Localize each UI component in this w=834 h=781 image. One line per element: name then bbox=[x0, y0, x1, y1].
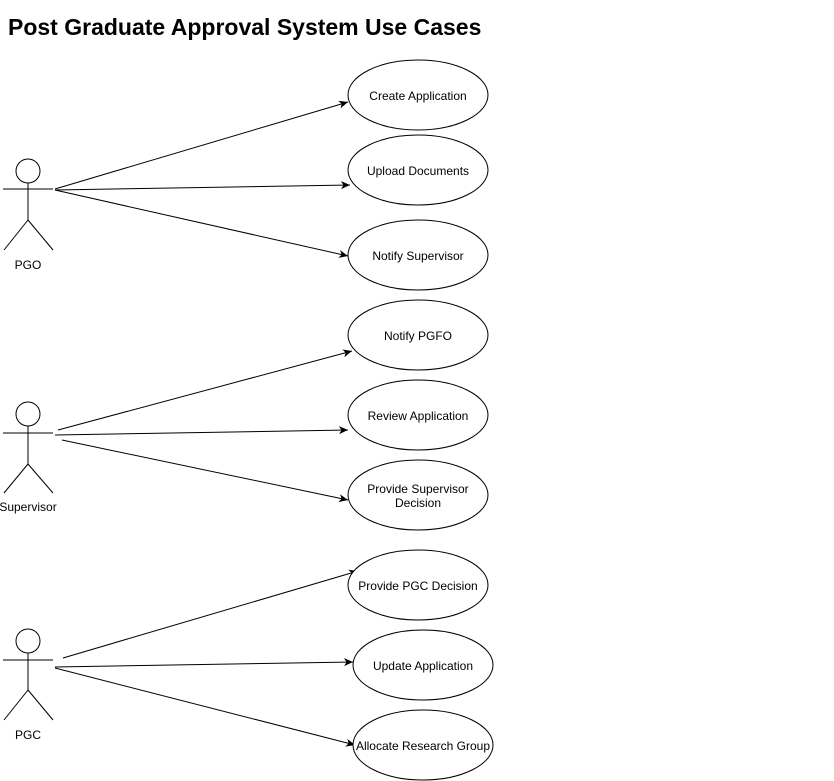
use-case-create-application[interactable]: Create Application bbox=[347, 59, 489, 131]
actor-right-leg bbox=[27, 689, 54, 721]
association-pgo-notify-supervisor[interactable] bbox=[54, 189, 349, 258]
actor-head bbox=[15, 158, 41, 184]
actor-pgc[interactable]: PGC bbox=[3, 628, 54, 742]
association-supervisor-provide-supervisor-decision[interactable] bbox=[61, 439, 349, 503]
actor-left-leg bbox=[3, 219, 29, 251]
actor-head bbox=[15, 628, 41, 654]
use-case-ellipse bbox=[352, 629, 494, 701]
association-pgo-create-application[interactable] bbox=[54, 100, 349, 190]
use-case-provide-supervisor-decision[interactable]: Provide Supervisor Decision bbox=[347, 459, 489, 531]
actor-label: Supervisor bbox=[0, 500, 57, 514]
use-case-review-application[interactable]: Review Application bbox=[347, 379, 489, 451]
actor-head bbox=[15, 401, 41, 427]
association-supervisor-review-application[interactable] bbox=[54, 426, 349, 436]
actor-supervisor[interactable]: Supervisor bbox=[0, 401, 57, 514]
use-case-ellipse bbox=[347, 134, 489, 206]
use-case-label: Allocate Research Group bbox=[356, 739, 490, 753]
associations bbox=[54, 100, 359, 747]
use-case-ellipse bbox=[347, 379, 489, 451]
use-case-notify-pgfo[interactable]: Notify PGFO bbox=[347, 299, 489, 371]
use-case-label: Notify Supervisor bbox=[372, 249, 463, 263]
use-case-label: Update Application bbox=[373, 659, 473, 673]
use-case-ellipse bbox=[352, 709, 494, 781]
use-case-notify-supervisor[interactable]: Notify Supervisor bbox=[347, 219, 489, 291]
actor-left-leg bbox=[3, 463, 29, 494]
use-case-ellipse bbox=[347, 549, 489, 621]
use-case-label-line-2: Decision bbox=[395, 496, 441, 510]
use-case-ellipse bbox=[347, 219, 489, 291]
actor-pgo[interactable]: PGO bbox=[3, 158, 54, 272]
association-pgc-provide-pgc-decision[interactable] bbox=[62, 569, 359, 659]
use-case-update-application[interactable]: Update Application bbox=[352, 629, 494, 701]
association-supervisor-notify-pgfo[interactable] bbox=[57, 349, 353, 431]
actor-left-leg bbox=[3, 689, 29, 721]
association-pgc-update-application[interactable] bbox=[54, 658, 354, 668]
use-case-label: Upload Documents bbox=[367, 164, 469, 178]
actor-label: PGO bbox=[15, 258, 42, 272]
association-pgo-upload-documents[interactable] bbox=[54, 181, 351, 191]
use-case-upload-documents[interactable]: Upload Documents bbox=[347, 134, 489, 206]
association-pgc-allocate-research-group[interactable] bbox=[54, 667, 356, 747]
use-case-provide-pgc-decision[interactable]: Provide PGC Decision bbox=[347, 549, 489, 621]
use-case-ellipse bbox=[347, 59, 489, 131]
use-case-ellipse bbox=[347, 299, 489, 371]
use-case-label: Provide PGC Decision bbox=[358, 579, 477, 593]
actor-right-leg bbox=[27, 219, 54, 251]
diagram-title: Post Graduate Approval System Use Cases bbox=[8, 14, 482, 40]
use-case-label-line-1: Provide Supervisor bbox=[367, 482, 468, 496]
use-case-label: Notify PGFO bbox=[384, 329, 452, 343]
actor-label: PGC bbox=[15, 728, 41, 742]
use-case-ellipse bbox=[347, 459, 489, 531]
use-case-allocate-research-group[interactable]: Allocate Research Group bbox=[352, 709, 494, 781]
use-case-label: Create Application bbox=[369, 89, 466, 103]
use-case-label: Review Application bbox=[368, 409, 469, 423]
actor-right-leg bbox=[27, 463, 54, 494]
